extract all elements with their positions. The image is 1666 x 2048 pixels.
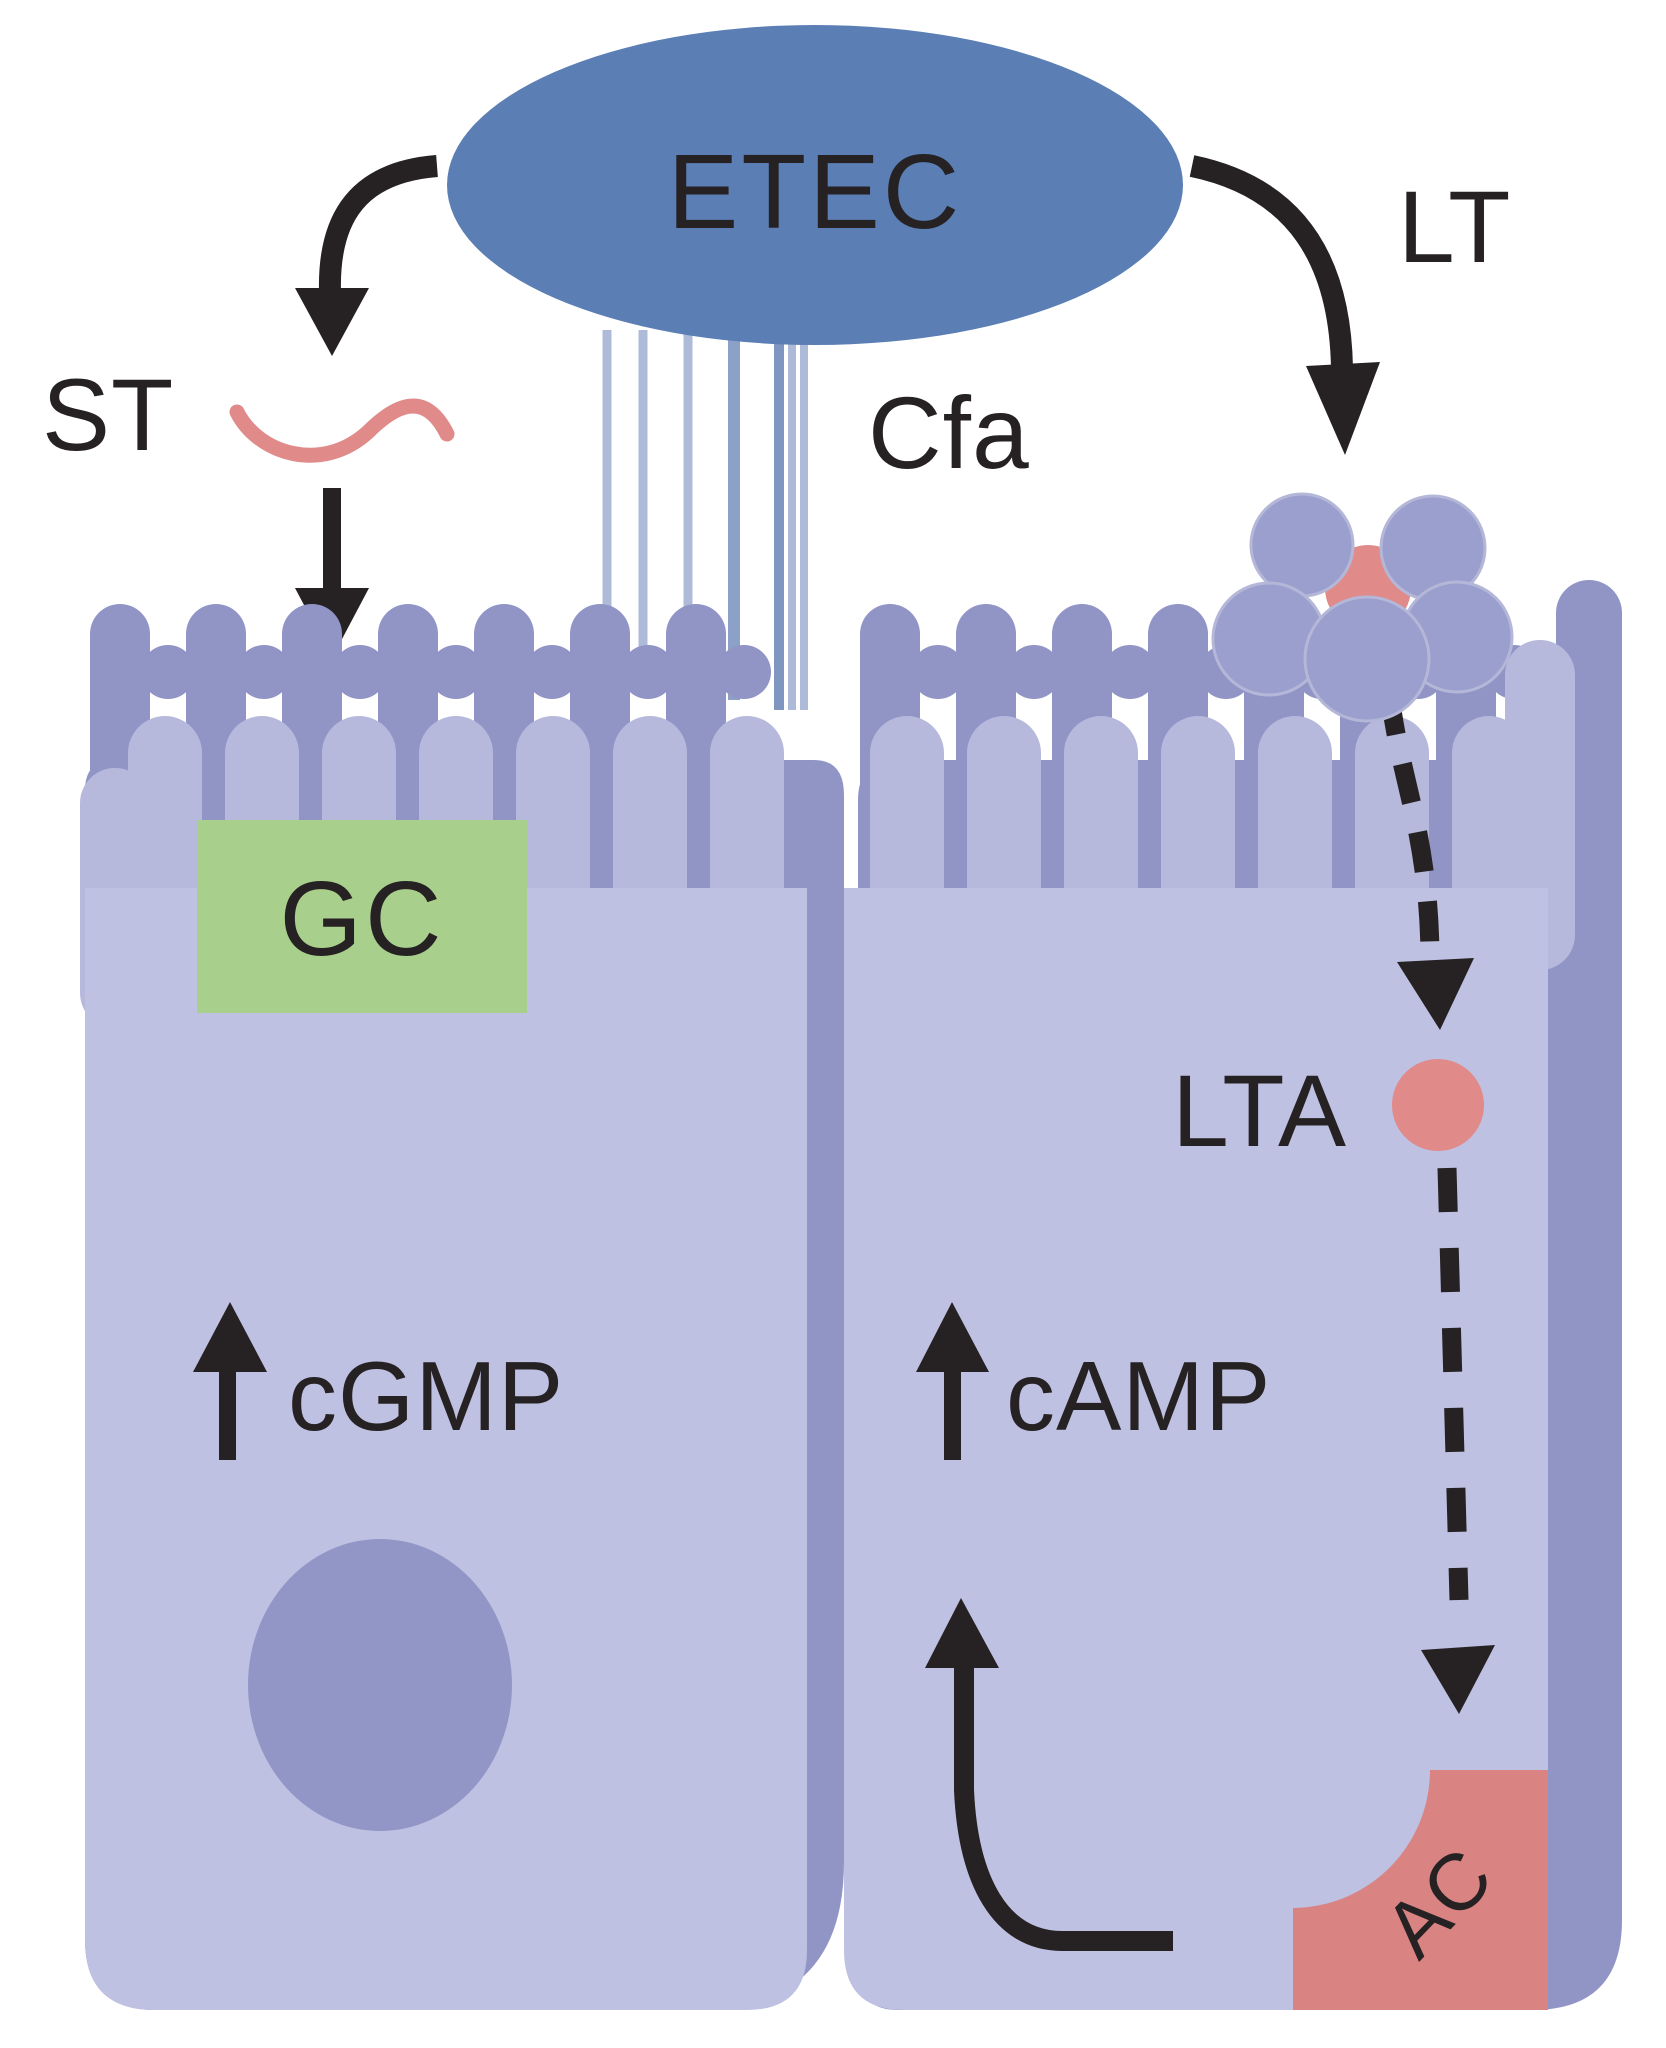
lta-dashed-arrow-upper [1380,693,1474,1030]
camp-curved-arrow [925,1598,1173,1951]
ac-block [1293,1770,1548,2010]
etec-bacterium [447,25,1183,345]
lt-label: LT [1398,170,1511,284]
gc-label: GC [280,860,445,978]
lta-subunit-circle [1392,1059,1484,1151]
lt-receptor-complex [1211,492,1514,723]
camp-up-arrow [916,1302,989,1460]
lt-curved-arrow [1189,155,1380,455]
st-curved-arrow [295,155,439,356]
lta-label: LTA [1172,1054,1347,1168]
camp-label: cAMP [1006,1341,1271,1451]
lta-dashed-arrow-lower [1421,1167,1495,1714]
cgmp-label: cGMP [288,1341,564,1451]
cfa-label: Cfa [868,376,1030,490]
st-label: ST [42,358,174,472]
cell-right-body [844,888,1548,2010]
etec-label: ETEC [668,133,963,251]
gc-box [197,820,527,1013]
nucleus [248,1539,512,1831]
enterocyte-left: GC cGMP [80,604,844,2010]
cgmp-up-arrow [193,1302,267,1460]
st-toxin-squiggle-icon [229,398,455,463]
enterocyte-right: AC cAMP LTA [844,492,1622,2010]
fimbriae-lines [602,330,808,710]
